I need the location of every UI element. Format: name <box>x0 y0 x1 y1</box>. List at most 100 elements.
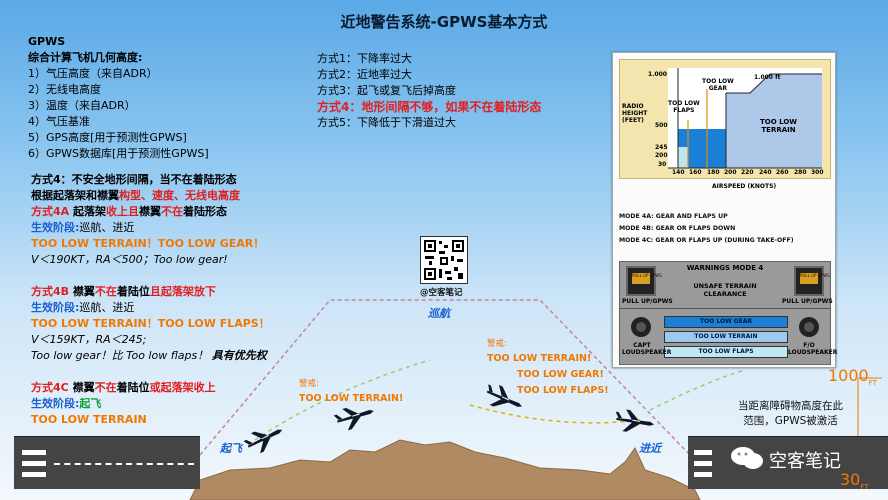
mode4b-priority: Too low gear！比 Too low flaps！ <box>31 349 209 362</box>
mode-item: 方式5：下降低于下滑道过大 <box>317 116 456 129</box>
brand: 空客笔记 <box>729 445 841 475</box>
pull-up-label-left: PULL UP/GPWS <box>622 298 673 305</box>
approach-label: 进近 <box>639 442 661 455</box>
x-axis-label: AIRSPEED (KNOTS) <box>712 183 777 190</box>
mode4b-text: 且起落架放下 <box>149 285 216 298</box>
mode4-details: 方式4：不安全地形间隔，当不在着陆形态 根据起落架和襟翼构型、速度、无线电高度 … <box>31 172 270 428</box>
mode4c-phase: 起飞 <box>79 397 102 410</box>
flight-profile-line <box>199 299 691 456</box>
gpws-subheading: 综合计算飞机几何高度: <box>28 51 143 64</box>
mode4a-text: 襟翼 <box>139 205 162 218</box>
qr-code <box>420 236 468 284</box>
mode4a-text: 着陆形态 <box>183 205 228 218</box>
takeoff-label: 起飞 <box>220 442 242 455</box>
y-tick: 245 <box>655 144 668 151</box>
pull-up-button-left[interactable]: PULL UP GPWS <box>626 266 662 296</box>
mode4a-warning: TOO LOW TERRAIN！TOO LOW GEAR！ <box>31 237 265 250</box>
warning1-text: TOO LOW TERRAIN! <box>299 393 404 404</box>
modes-list: 方式1：下降率过大 方式2：近地率过大 方式3：起飞或复飞后掉高度 方式4：地形… <box>317 51 541 131</box>
mode4a-text: 起落架 <box>73 205 107 218</box>
list-item: 3）温度（来自ADR） <box>28 99 136 112</box>
label-1000ft: 1.000 ft <box>754 74 781 81</box>
region-too-low-gear <box>678 129 726 168</box>
x-tick: 220 <box>741 169 754 176</box>
warnings-title: WARNINGS MODE 4 <box>686 264 764 272</box>
mode4-basis-highlight: 构型、速度、无线电高度 <box>119 189 240 202</box>
speaker-icon <box>799 317 819 337</box>
approach-path <box>649 369 746 411</box>
altitude-bottom: 30FT <box>840 470 869 492</box>
activation-note: 当距离障碍物高度在此范围，GPWS被激活 <box>738 400 843 427</box>
runway-right <box>688 436 888 489</box>
page-title: 近地警告系统-GPWS基本方式 <box>340 13 548 31</box>
x-tick: 300 <box>811 169 824 176</box>
mode4b-warning: TOO LOW TERRAIN！TOO LOW FLAPS！ <box>31 317 270 330</box>
wechat-icon <box>731 447 763 469</box>
mode4a-phase-label: 生效阶段: <box>31 221 80 234</box>
terrain <box>189 439 701 500</box>
mode-def: MODE 4C: GEAR OR FLAPS UP (DURING TAKE-O… <box>619 237 794 244</box>
descent-path <box>469 404 641 424</box>
warning2-line1: TOO LOW TERRAIN! <box>487 353 592 364</box>
mode-def: MODE 4B: GEAR OR FLAPS DOWN <box>619 225 736 232</box>
mode4b-phase: 巡航、进近 <box>79 301 135 314</box>
mode-definitions: MODE 4A: GEAR AND FLAPS UP MODE 4B: GEAR… <box>619 211 829 247</box>
mode4b-text: 不在 <box>94 285 117 298</box>
airplane-icon <box>243 429 283 454</box>
mode4c-text: 襟翼 <box>72 381 95 394</box>
pull-up-button-right[interactable]: PULL UP GPWS <box>794 266 830 296</box>
mode4a-text: 收上且 <box>106 205 140 218</box>
region-too-low-flaps <box>678 147 688 168</box>
list-item: 6）GPWS数据库[用于预测性GPWS] <box>28 147 209 160</box>
warning2-line3: TOO LOW FLAPS! <box>517 385 609 396</box>
mode4c-tag: 方式4C <box>31 381 69 394</box>
too-low-flaps-button[interactable]: TOO LOW FLAPS <box>664 346 788 358</box>
gps-info-block: GPWS 综合计算飞机几何高度: 1）气压高度（来自ADR） 2）无线电高度 3… <box>28 34 209 162</box>
mode4a-tag: 方式4A <box>31 205 70 218</box>
mode4c-text: 着陆位 <box>116 381 150 394</box>
warning2-line2: TOO LOW GEAR! <box>517 369 604 380</box>
warning1-label: 警戒: <box>299 379 319 389</box>
pull-up-label-right: PULL UP/GPWS <box>782 298 833 305</box>
envelope-chart <box>668 68 822 169</box>
y-tick: 200 <box>655 152 668 159</box>
mode4-basis: 根据起落架和襟翼 <box>31 189 119 202</box>
mode4c-text: 或起落架收上 <box>149 381 216 394</box>
x-tick: 260 <box>776 169 789 176</box>
list-item: 2）无线电高度 <box>28 83 101 96</box>
mode-item: 方式2：近地率过大 <box>317 68 412 81</box>
mode4b-condition: V＜159KT，RA＜245; <box>31 333 147 346</box>
region-too-low-terrain <box>726 74 822 168</box>
too-low-gear-button[interactable]: TOO LOW GEAR <box>664 316 788 328</box>
cruise-label: 巡航 <box>428 307 450 320</box>
x-tick: 280 <box>794 169 807 176</box>
mode4c-text: 不在 <box>94 381 117 394</box>
mode4a-text: 不在 <box>161 205 184 218</box>
x-tick: 160 <box>689 169 702 176</box>
x-tick: 140 <box>672 169 685 176</box>
mode-def: MODE 4A: GEAR AND FLAPS UP <box>619 213 728 220</box>
mode4b-text: 襟翼 <box>72 285 95 298</box>
x-tick: 180 <box>707 169 720 176</box>
too-low-terrain-button[interactable]: TOO LOW TERRAIN <box>664 331 788 343</box>
takeoff-path <box>254 359 431 441</box>
mode4b-priority-note: 具有优先权 <box>211 349 267 362</box>
gpws-heading: GPWS <box>28 35 66 48</box>
mode-item: 方式1：下降率过大 <box>317 52 412 65</box>
airplane-icon <box>486 384 522 407</box>
mode4c-warning: TOO LOW TERRAIN <box>31 413 147 426</box>
mode4a-phase: 巡航、进近 <box>79 221 135 234</box>
speaker-icon <box>631 317 651 337</box>
x-tick: 200 <box>724 169 737 176</box>
qr-code-icon <box>424 240 464 280</box>
y-tick: 1.000 <box>648 71 667 78</box>
runway-left <box>14 436 200 489</box>
